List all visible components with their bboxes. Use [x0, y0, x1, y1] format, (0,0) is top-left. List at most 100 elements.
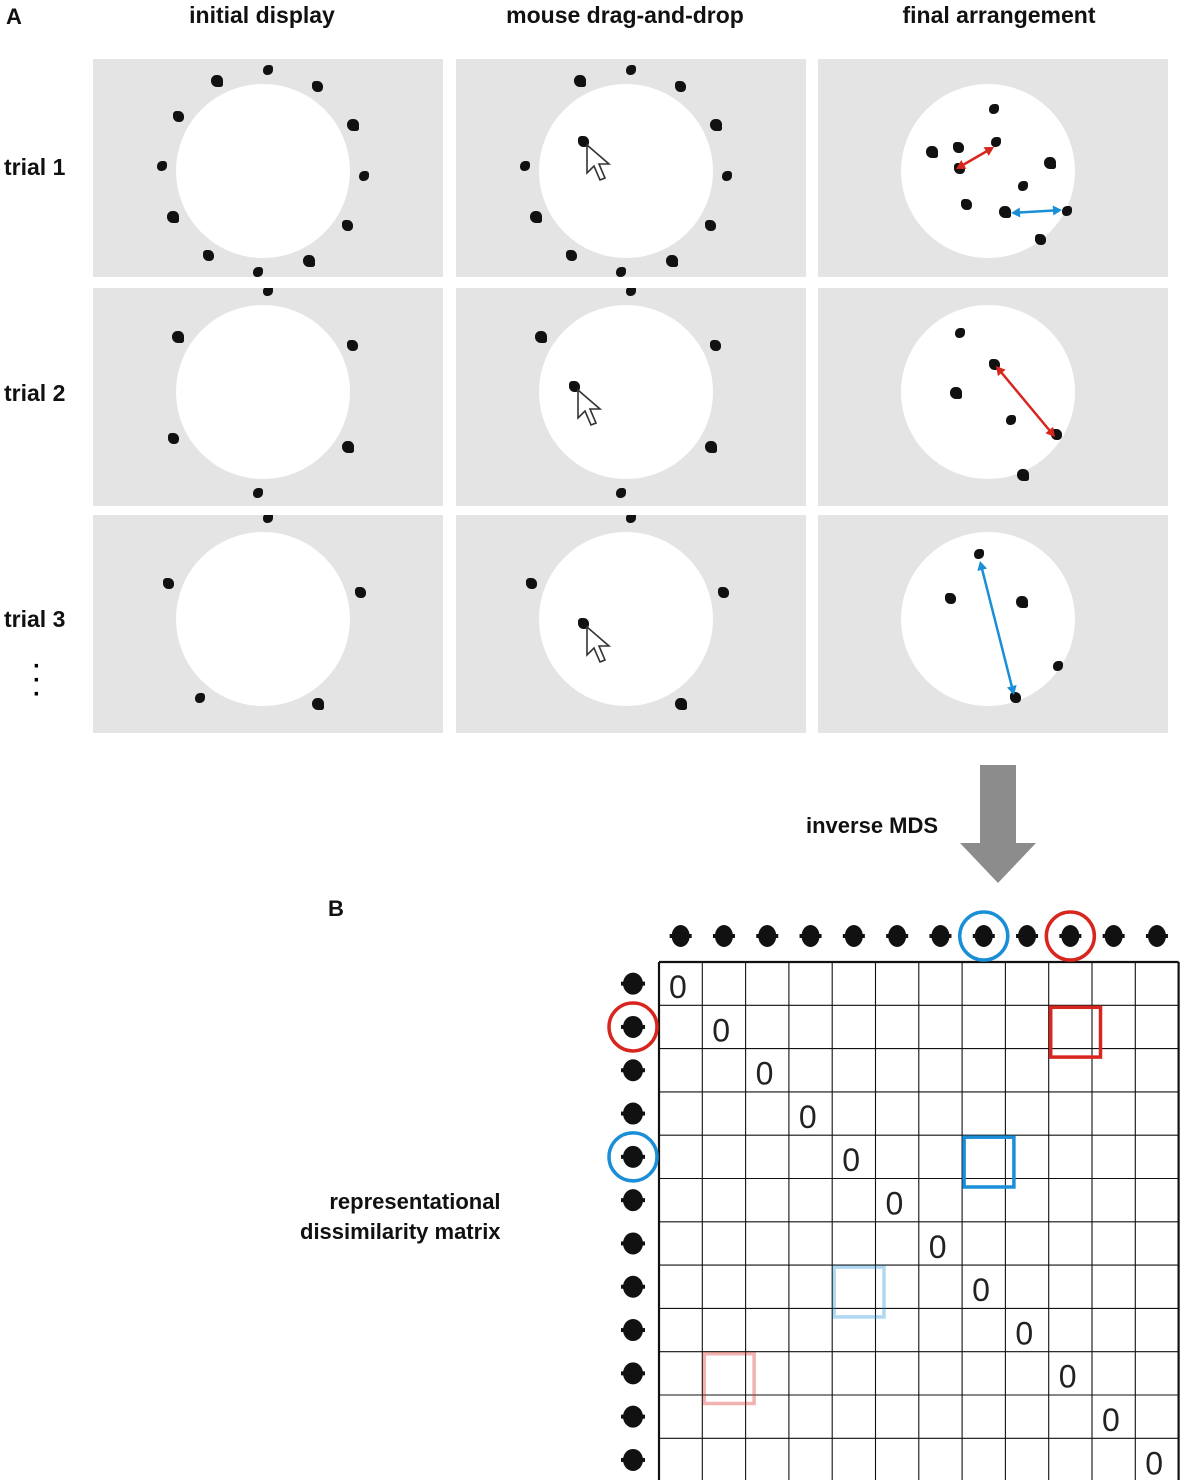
- mouse-cursor-icon: [586, 143, 612, 182]
- object-shape[interactable]: [577, 135, 589, 147]
- trial-3-panel-2[interactable]: [456, 515, 806, 733]
- row-object-limb: [621, 1371, 645, 1376]
- object-shape[interactable]: [960, 198, 972, 210]
- diagonal-zero: 0: [972, 1272, 990, 1308]
- object-shape[interactable]: [263, 515, 274, 524]
- object-shape[interactable]: [346, 118, 359, 131]
- highlight-cell[interactable]: [962, 1135, 1016, 1189]
- object-shape[interactable]: [358, 171, 369, 182]
- highlight-circle-row-blue: [607, 1131, 659, 1183]
- object-shape[interactable]: [172, 331, 185, 344]
- object-shape[interactable]: [354, 587, 366, 599]
- object-shape[interactable]: [565, 250, 577, 262]
- arrangement-arena[interactable]: [901, 305, 1075, 479]
- object-shape[interactable]: [974, 549, 984, 559]
- object-shape[interactable]: [194, 692, 205, 703]
- object-shape[interactable]: [535, 331, 548, 344]
- diagonal-zero: 0: [1015, 1315, 1033, 1351]
- object-shape[interactable]: [1016, 596, 1028, 608]
- object-shape[interactable]: [955, 328, 965, 338]
- object-shape[interactable]: [1062, 206, 1072, 216]
- object-shape[interactable]: [347, 340, 359, 352]
- object-shape[interactable]: [167, 432, 179, 444]
- object-shape[interactable]: [341, 440, 354, 453]
- arrangement-arena[interactable]: [539, 532, 713, 706]
- arrangement-arena[interactable]: [901, 84, 1075, 258]
- object-shape[interactable]: [167, 211, 180, 224]
- object-shape[interactable]: [342, 220, 354, 232]
- object-shape[interactable]: [312, 697, 325, 710]
- highlight-cell[interactable]: [702, 1351, 756, 1406]
- distance-arrow: [956, 147, 994, 169]
- object-shape[interactable]: [926, 146, 938, 158]
- object-shape[interactable]: [709, 118, 722, 131]
- object-shape[interactable]: [991, 137, 1001, 147]
- object-shape[interactable]: [705, 220, 717, 232]
- object-shape[interactable]: [263, 288, 274, 297]
- object-shape[interactable]: [312, 80, 324, 92]
- object-shape[interactable]: [615, 487, 626, 498]
- column-object-limb: [1145, 934, 1168, 938]
- object-shape[interactable]: [263, 65, 274, 76]
- rdm-title-line-2: dissimilarity matrix: [300, 1219, 501, 1244]
- row-label-trial-3: trial 3: [4, 606, 66, 632]
- object-shape[interactable]: [577, 617, 589, 629]
- object-shape[interactable]: [675, 80, 687, 92]
- object-shape[interactable]: [530, 211, 543, 224]
- object-shape[interactable]: [626, 515, 637, 524]
- trial-1-panel-3: [818, 59, 1168, 277]
- highlight-cell[interactable]: [1048, 1005, 1103, 1059]
- diagonal-zero: 0: [1145, 1445, 1163, 1480]
- trial-1-panel-2[interactable]: [456, 59, 806, 277]
- object-shape[interactable]: [952, 141, 964, 153]
- object-shape[interactable]: [944, 592, 956, 604]
- object-shape[interactable]: [988, 358, 1000, 370]
- object-shape[interactable]: [1017, 469, 1029, 481]
- object-shape[interactable]: [573, 75, 586, 88]
- arrangement-arena[interactable]: [539, 84, 713, 258]
- highlight-cell[interactable]: [832, 1265, 886, 1319]
- object-shape[interactable]: [1050, 428, 1062, 440]
- object-shape[interactable]: [721, 171, 732, 182]
- object-shape[interactable]: [1044, 157, 1056, 169]
- diagonal-zero: 0: [712, 1012, 730, 1048]
- arrangement-arena[interactable]: [176, 84, 350, 258]
- object-shape[interactable]: [1006, 415, 1016, 425]
- trial-2-panel-2[interactable]: [456, 288, 806, 506]
- mouse-cursor-icon: [577, 388, 603, 427]
- object-shape[interactable]: [202, 250, 214, 262]
- object-shape[interactable]: [1009, 691, 1021, 703]
- arrangement-arena[interactable]: [901, 532, 1075, 706]
- object-shape[interactable]: [252, 266, 263, 277]
- object-shape[interactable]: [210, 75, 223, 88]
- object-shape[interactable]: [950, 387, 962, 399]
- object-shape[interactable]: [615, 266, 626, 277]
- object-shape[interactable]: [717, 587, 729, 599]
- trial-3-panel-3: [818, 515, 1168, 733]
- object-shape[interactable]: [710, 340, 722, 352]
- object-shape[interactable]: [999, 206, 1011, 218]
- object-shape[interactable]: [303, 254, 316, 267]
- object-shape[interactable]: [704, 440, 717, 453]
- object-shape[interactable]: [626, 65, 637, 76]
- object-shape[interactable]: [163, 577, 175, 589]
- object-shape[interactable]: [520, 160, 531, 171]
- row-object-limb: [621, 981, 645, 986]
- object-shape[interactable]: [675, 697, 688, 710]
- object-shape[interactable]: [526, 577, 538, 589]
- object-shape[interactable]: [568, 380, 580, 392]
- object-shape[interactable]: [666, 254, 679, 267]
- object-shape[interactable]: [172, 110, 184, 122]
- object-shape[interactable]: [626, 288, 637, 297]
- row-object-limb: [621, 1068, 645, 1073]
- arrangement-arena[interactable]: [176, 305, 350, 479]
- object-shape[interactable]: [989, 104, 999, 114]
- object-shape[interactable]: [252, 487, 263, 498]
- object-shape[interactable]: [1018, 181, 1028, 191]
- arrangement-arena[interactable]: [176, 532, 350, 706]
- row-object-limb: [621, 1414, 645, 1419]
- arrangement-arena[interactable]: [539, 305, 713, 479]
- object-shape[interactable]: [1034, 233, 1046, 245]
- object-shape[interactable]: [157, 160, 168, 171]
- object-shape[interactable]: [1053, 661, 1063, 671]
